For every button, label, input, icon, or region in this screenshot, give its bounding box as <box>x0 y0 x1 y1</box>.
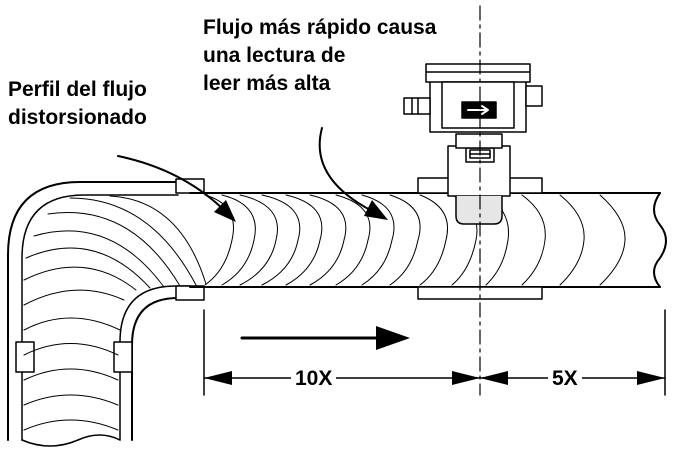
downstream-dimension-label: 5X <box>548 368 582 390</box>
transmitter-head <box>403 63 543 133</box>
upstream-dimension-label: 10X <box>291 368 337 390</box>
flow-profile-curves <box>204 194 626 286</box>
elbow-flow-curves <box>23 195 207 431</box>
dimension-arrowheads <box>204 371 665 385</box>
flow-meter-sensor <box>447 133 511 225</box>
flow-arrowhead-icon <box>376 326 410 350</box>
distorted-profile-label: Perfil del flujo distorsionado <box>8 76 147 132</box>
faster-flow-line-3: leer más alta <box>203 72 331 95</box>
pipe-coupling-bottom <box>15 341 133 373</box>
pointer-arrow-faster <box>318 127 379 215</box>
elbow-pipe <box>7 181 191 447</box>
pointer-arrowhead-faster-icon <box>364 200 388 220</box>
arrow-badge-icon <box>467 105 489 115</box>
horizontal-pipe <box>189 192 667 288</box>
dimension-lines <box>203 309 666 396</box>
faster-flow-label: Flujo más rápido causa una lectura de le… <box>203 14 436 98</box>
pointer-arrow-distorted <box>117 155 229 215</box>
distorted-profile-line-2: distorsionado <box>8 106 147 129</box>
pipe-coupling-left <box>175 178 205 301</box>
faster-flow-line-1: Flujo más rápido causa <box>203 16 437 39</box>
faster-flow-line-2: una lectura de <box>203 44 346 67</box>
distorted-profile-line-1: Perfil del flujo <box>8 78 147 101</box>
pointer-arrowhead-distorted-icon <box>214 200 236 222</box>
